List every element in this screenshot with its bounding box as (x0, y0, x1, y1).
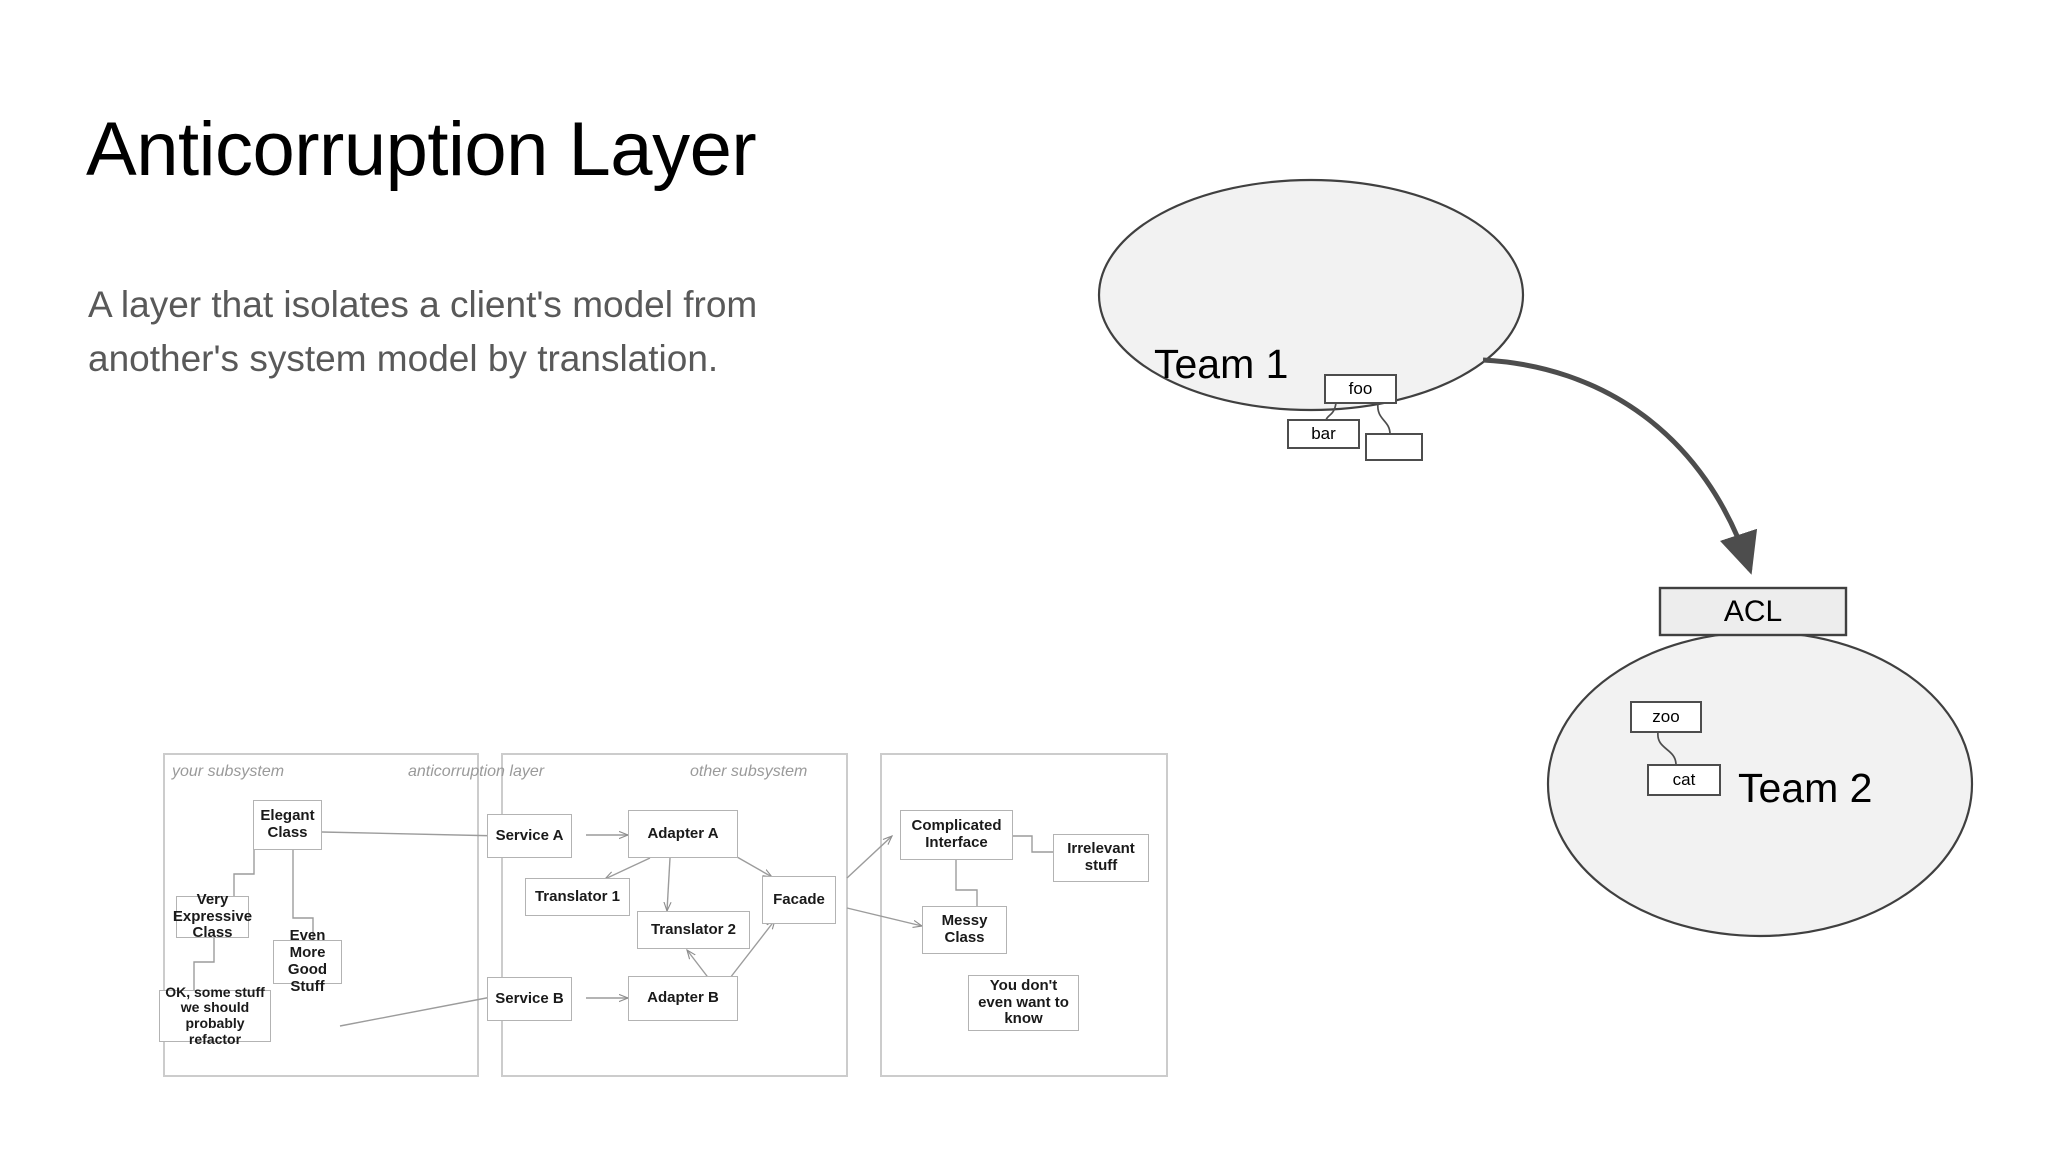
box-ok-some-stuff: OK, some stuff we should probably refact… (159, 984, 271, 1047)
conn-okstuff-serviceb (339, 995, 502, 1027)
box-irrelevant-stuff: Irrelevant stuff (1053, 834, 1149, 882)
conn-facade-messy (846, 907, 922, 926)
panel-caption-your-subsystem: your subsystem (172, 763, 285, 780)
box-adapter-b: Adapter B (628, 976, 738, 1021)
box-translator-1: Translator 1 (525, 878, 630, 916)
team1-box-foo-label: foo (1348, 379, 1373, 398)
box-facade: Facade (762, 876, 836, 924)
panel-caption-other-subsystem: other subsystem (690, 763, 808, 780)
team2-box-zoo (1630, 701, 1702, 733)
box-complicated-interface: Complicated Interface (900, 810, 1013, 860)
conn-elegant-veryexpr (233, 850, 255, 896)
team1-connector-foo-bar (1325, 402, 1337, 421)
conn-elegant-evenmore (292, 850, 314, 940)
detail-diagram: your subsystem anticorruption layer othe… (150, 748, 1180, 1088)
team1-label: Team 1 (1154, 341, 1289, 387)
team1-to-acl-arrow (1482, 357, 1758, 575)
conn-elegant-servicea (321, 831, 502, 836)
team1-box-unnamed (1365, 433, 1423, 461)
team2-box-zoo-label: zoo (1652, 707, 1680, 726)
conn-adapterb-facade (729, 920, 775, 979)
box-very-expressive-class: Very Expressive Class (172, 890, 253, 942)
team1-connector-foo-unnamed (1377, 402, 1391, 435)
team1-ellipse (1097, 178, 1525, 412)
panel-anticorruption-layer (501, 753, 848, 1077)
box-messy-class: Messy Class (922, 906, 1007, 954)
conn-veryexpr-okstuff (193, 938, 215, 990)
box-adapter-a: Adapter A (628, 810, 738, 858)
acl-label: ACL (1723, 594, 1783, 628)
team2-box-cat (1647, 764, 1721, 796)
box-service-b: Service B (487, 977, 572, 1021)
page-title: Anticorruption Layer (86, 107, 757, 192)
acl-box (1658, 586, 1848, 637)
box-elegant-class: Elegant Class (253, 800, 322, 850)
box-service-a: Service A (487, 814, 572, 858)
team2-box-cat-label: cat (1672, 770, 1696, 789)
concept-graphic (1040, 170, 2000, 960)
panel-caption-anticorruption-layer: anticorruption layer (408, 763, 545, 780)
conn-adapterb-translator2 (687, 950, 711, 981)
team1-box-foo (1324, 374, 1397, 404)
box-you-dont-even-want-to-know: You don't even want to know (968, 975, 1079, 1031)
panel-your-subsystem (163, 753, 479, 1077)
conn-adaptera-translator1 (605, 857, 651, 880)
team2-label: Team 2 (1738, 765, 1873, 811)
box-even-more-good-stuff: Even More Good Stuff (273, 928, 342, 995)
conn-complicated-irrelevant (1013, 835, 1053, 853)
team2-connector-zoo-cat (1657, 731, 1677, 766)
panel-other-subsystem (880, 753, 1168, 1077)
conn-adaptera-translator2 (667, 857, 670, 911)
conn-facade-complicated (846, 836, 892, 879)
conn-complicated-messy (955, 860, 978, 906)
team1-box-bar (1287, 419, 1360, 449)
team1-box-bar-label: bar (1311, 424, 1336, 443)
page-subtitle: A layer that isolates a client's model f… (88, 284, 758, 380)
box-translator-2: Translator 2 (637, 911, 750, 949)
